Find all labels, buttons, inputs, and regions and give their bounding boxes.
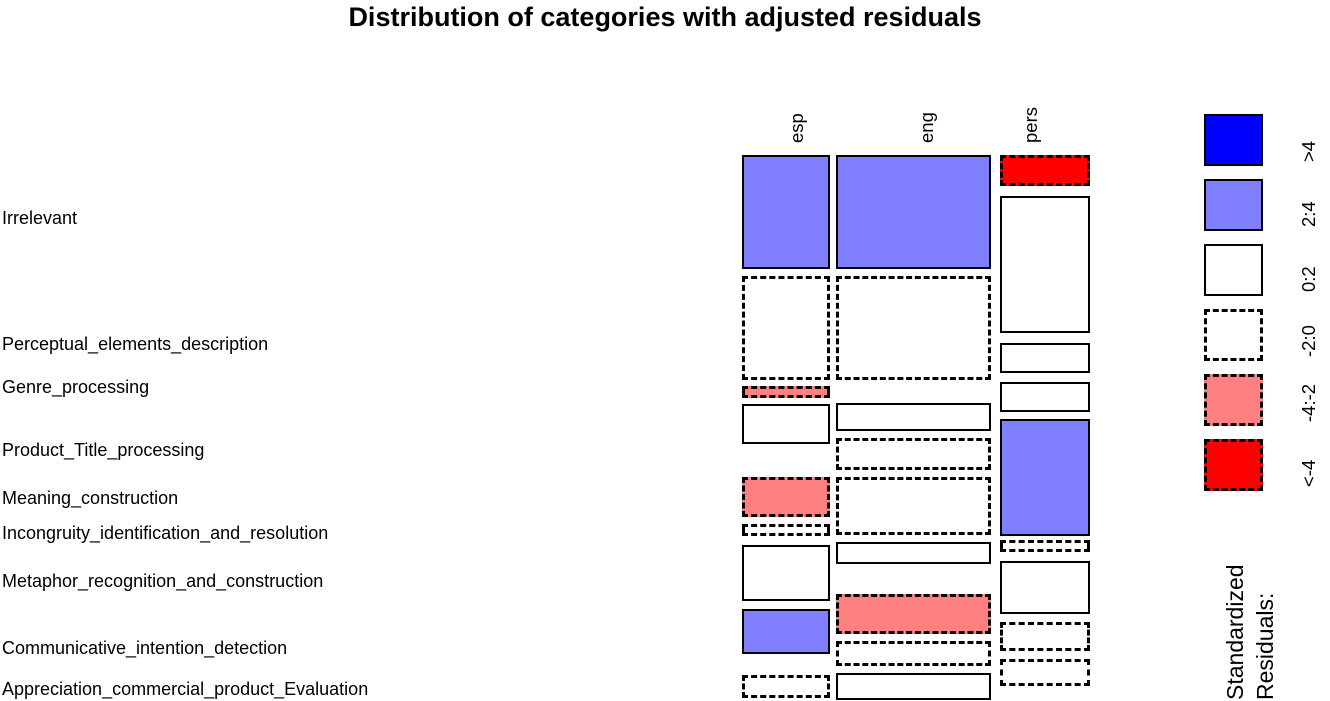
mosaic-tile bbox=[1000, 622, 1090, 651]
mosaic-tile bbox=[1000, 561, 1090, 614]
row-label-Communicative_intention_detection: Communicative_intention_detection bbox=[2, 638, 288, 658]
mosaic-tile bbox=[742, 155, 830, 269]
mosaic-tile bbox=[1000, 659, 1090, 686]
legend-label-<-4: <-4 bbox=[1298, 459, 1319, 487]
row-label-Irrelevant: Irrelevant bbox=[2, 208, 78, 228]
legend-label->4: >4 bbox=[1298, 140, 1319, 162]
row-label-Appreciation_commercial_product_Evaluation: Appreciation_commercial_product_Evaluati… bbox=[2, 679, 369, 699]
mosaic-tile bbox=[742, 276, 830, 380]
row-label-Product_Title_processing: Product_Title_processing bbox=[2, 440, 205, 460]
legend-swatch->4 bbox=[1204, 114, 1263, 166]
mosaic-tile bbox=[742, 386, 830, 398]
mosaic-tile bbox=[1000, 155, 1090, 186]
mosaic-tile bbox=[1000, 343, 1090, 373]
mosaic-tile bbox=[836, 594, 991, 634]
row-label-Incongruity_identification_and_resolution: Incongruity_identification_and_resolutio… bbox=[2, 523, 329, 543]
column-label-esp: esp bbox=[786, 113, 807, 143]
mosaic-tile bbox=[836, 276, 991, 380]
mosaic-tile bbox=[836, 542, 991, 564]
legend-swatch--4:-2 bbox=[1204, 374, 1263, 426]
mosaic-tile bbox=[836, 673, 991, 700]
row-label-Metaphor_recognition_and_construction: Metaphor_recognition_and_construction bbox=[2, 571, 324, 591]
mosaic-tile bbox=[836, 641, 991, 666]
mosaic-tile bbox=[742, 477, 830, 517]
mosaic-tile bbox=[1000, 196, 1090, 333]
legend-label-0:2: 0:2 bbox=[1298, 266, 1319, 292]
legend-title-line1: Standardized bbox=[1222, 564, 1248, 700]
legend-swatch--2:0 bbox=[1204, 309, 1263, 361]
row-label-Perceptual_elements_description: Perceptual_elements_description bbox=[2, 334, 269, 354]
row-label-Genre_processing: Genre_processing bbox=[2, 377, 150, 397]
legend-title-line2: Residuals: bbox=[1252, 592, 1278, 700]
mosaic-tile bbox=[836, 403, 991, 431]
mosaic-tile bbox=[1000, 419, 1090, 536]
mosaic-tile bbox=[1000, 540, 1090, 552]
column-label-pers: pers bbox=[1020, 107, 1041, 143]
mosaic-tile bbox=[742, 404, 830, 444]
legend-label--4:-2: -4:-2 bbox=[1298, 383, 1319, 422]
legend-swatch-<-4 bbox=[1204, 439, 1263, 491]
legend-label-2:4: 2:4 bbox=[1298, 201, 1319, 227]
mosaic-tile bbox=[1000, 382, 1090, 412]
page-title: Distribution of categories with adjusted… bbox=[348, 2, 982, 32]
mosaic-tile bbox=[742, 675, 830, 698]
column-label-eng: eng bbox=[916, 112, 937, 143]
row-label-Meaning_construction: Meaning_construction bbox=[2, 488, 179, 508]
mosaic-tile bbox=[742, 545, 830, 601]
mosaic-tile bbox=[836, 438, 991, 470]
legend-label--2:0: -2:0 bbox=[1298, 325, 1319, 357]
legend-swatch-0:2 bbox=[1204, 244, 1263, 296]
legend-swatch-2:4 bbox=[1204, 179, 1263, 231]
mosaic-tile bbox=[742, 609, 830, 654]
mosaic-tile bbox=[836, 155, 991, 269]
mosaic-tile bbox=[742, 524, 830, 536]
mosaic-tile bbox=[836, 477, 991, 535]
